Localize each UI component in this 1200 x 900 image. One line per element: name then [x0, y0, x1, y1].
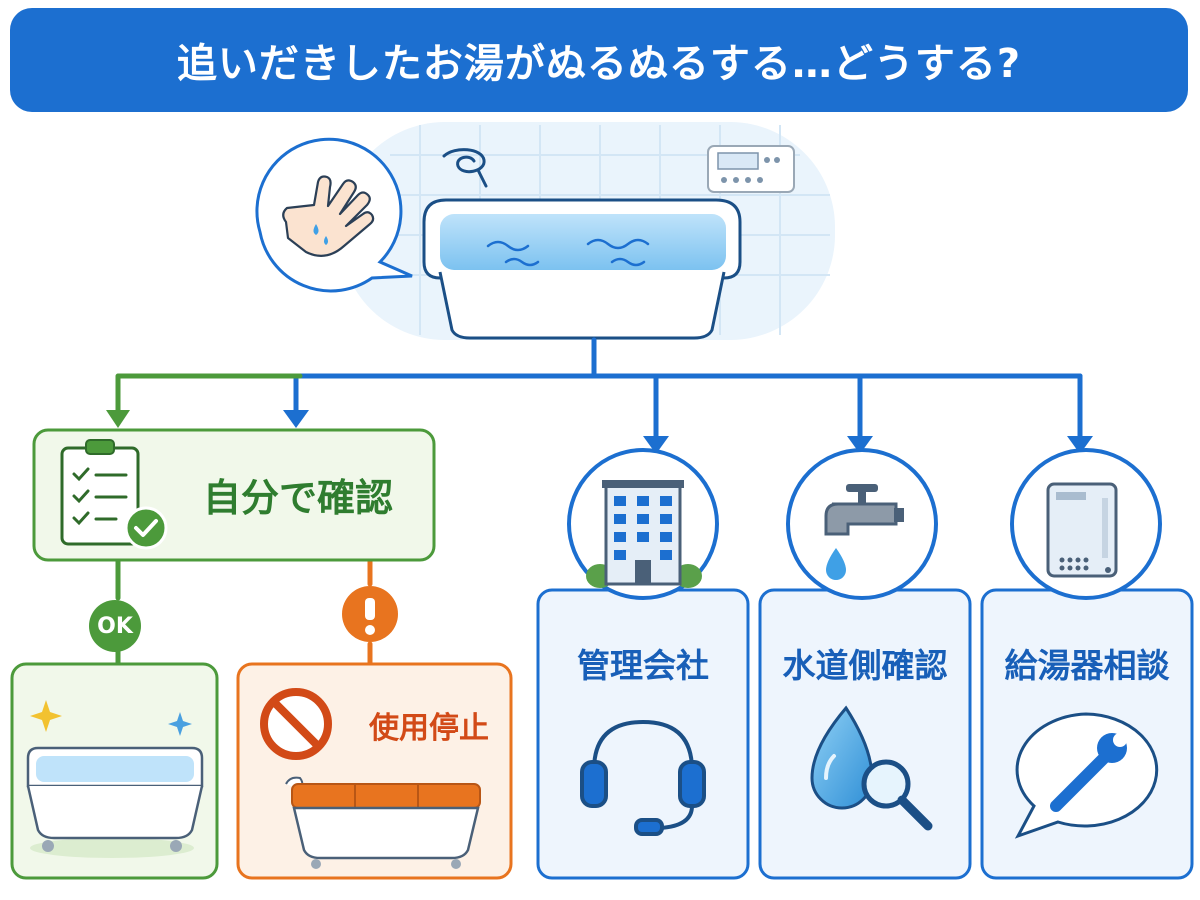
self-check-label: 自分で確認	[202, 475, 393, 520]
checklist-icon	[60, 439, 168, 550]
stop-use-box	[236, 662, 513, 880]
water-heater-consult-box	[980, 588, 1194, 880]
clean-bathtub-icon	[26, 746, 204, 852]
ok-result-box	[10, 662, 219, 880]
water-heater-consult-label: 給湯器相談	[1004, 646, 1170, 685]
prohibited-icon	[260, 688, 332, 760]
ok-badge-label: OK	[97, 613, 133, 639]
control-panel-icon	[707, 145, 795, 193]
water-heater-icon	[1010, 448, 1162, 600]
management-company-box	[536, 588, 750, 880]
bathtub-icon	[422, 198, 742, 340]
hand-icon	[282, 175, 375, 257]
covered-bathtub-icon	[285, 776, 481, 869]
ok-badge	[89, 600, 141, 652]
flow-connectors	[115, 337, 1083, 677]
management-company-label: 管理会社	[577, 646, 709, 685]
page-title: 追いだきしたお湯がぬるぬるする…どうする?	[176, 41, 1022, 87]
self-check-box	[32, 428, 436, 562]
swirl-icon	[442, 148, 488, 188]
wrench-icon	[1050, 733, 1127, 812]
wet-hand-bubble	[255, 137, 413, 293]
title-banner: 追いだきしたお湯がぬるぬるする…どうする?	[10, 8, 1188, 112]
faucet-icon	[786, 448, 938, 600]
warning-badge	[342, 586, 398, 642]
building-icon	[567, 448, 719, 600]
wrench-speech-bubble-icon	[1014, 712, 1159, 839]
stop-use-label: 使用停止	[369, 711, 489, 746]
water-drop-magnifier-icon	[810, 705, 933, 831]
water-check-label: 水道側確認	[782, 646, 948, 685]
headset-icon	[580, 719, 706, 836]
water-check-box	[758, 588, 972, 880]
